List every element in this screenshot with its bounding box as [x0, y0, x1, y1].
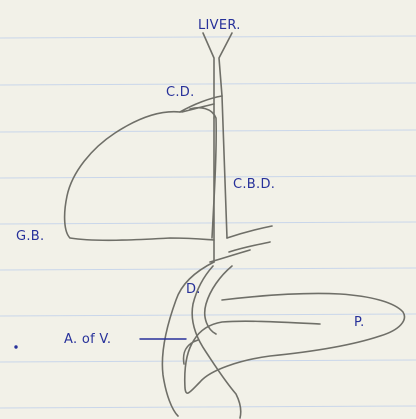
pancreas-drawing [184, 293, 405, 393]
notebook-rule-lines [0, 36, 416, 408]
common-bile-duct-label: C.B.D. [233, 177, 275, 192]
duodenum-label: D. [186, 282, 201, 297]
gall-bladder-drawing [65, 108, 217, 241]
ampulla-of-vater-label: A. of V. [64, 332, 111, 347]
margin-dot [14, 345, 17, 348]
cystic-duct-label: C.D. [166, 85, 195, 100]
gall-bladder-label: G.B. [16, 229, 44, 244]
pancreas-label: P. [354, 315, 365, 330]
liver-label: LIVER. [198, 18, 241, 33]
